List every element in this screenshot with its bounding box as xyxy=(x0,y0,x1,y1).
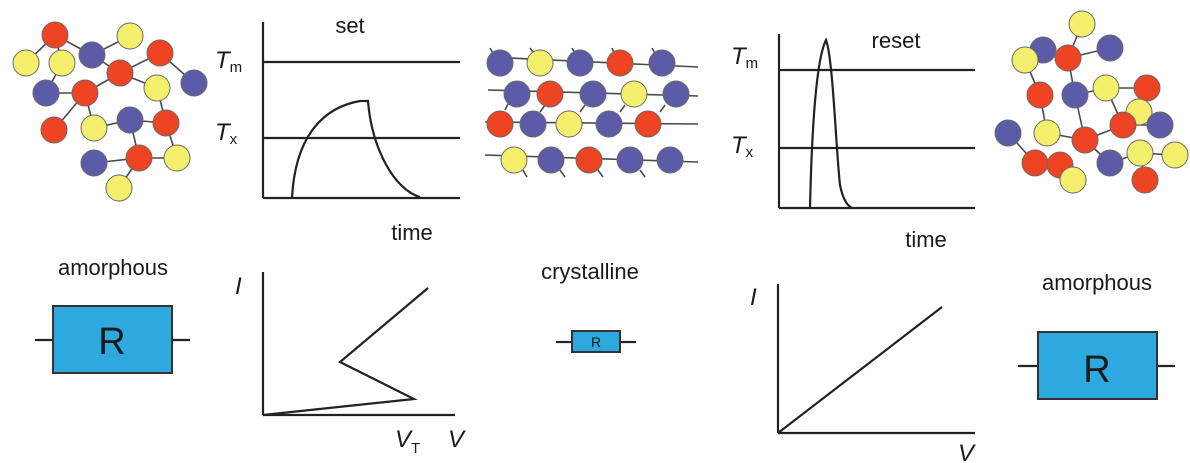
atom-blue xyxy=(78,41,106,69)
reset-tm-label: Tm xyxy=(731,43,758,72)
iv-left-curve xyxy=(262,287,429,417)
amorphous-atom-cluster-left xyxy=(12,21,208,202)
atom-red xyxy=(71,79,99,107)
resistor-large-right: R xyxy=(1018,331,1175,400)
atom-blue xyxy=(1096,149,1124,177)
atom-yellow xyxy=(1161,141,1189,169)
atom-red xyxy=(1109,111,1137,139)
atom-yellow xyxy=(1059,166,1087,194)
atom-blue xyxy=(616,146,644,174)
resistor-symbol: R xyxy=(1083,349,1110,391)
atom-blue xyxy=(566,49,594,77)
atom-yellow xyxy=(1033,119,1061,147)
atom-blue xyxy=(503,80,531,108)
atom-blue xyxy=(1096,34,1124,62)
atom-red xyxy=(575,146,603,174)
reset-title: reset xyxy=(872,28,921,53)
resistor-symbol: R xyxy=(98,321,125,363)
atom-red xyxy=(106,59,134,87)
atom-blue xyxy=(32,79,60,107)
resistor-large-left: R xyxy=(35,305,190,374)
atom-yellow xyxy=(1011,46,1039,74)
atom-yellow xyxy=(12,49,40,77)
atom-red xyxy=(40,116,68,144)
iv-curve-crystalline: I V xyxy=(750,284,976,463)
atom-yellow xyxy=(500,146,528,174)
state-label-left: amorphous xyxy=(58,255,168,280)
atom-yellow xyxy=(620,80,648,108)
reset-tx-label: Tx xyxy=(731,132,754,161)
atom-yellow xyxy=(1126,139,1154,167)
iv-right-y-label: I xyxy=(750,284,757,311)
atoms xyxy=(994,10,1189,194)
atom-yellow xyxy=(143,74,171,102)
atom-red xyxy=(41,21,69,49)
atom-red xyxy=(1133,74,1161,102)
reset-time-label: time xyxy=(905,227,947,252)
atom-blue xyxy=(486,49,514,77)
atom-yellow xyxy=(80,114,108,142)
atoms xyxy=(12,21,208,202)
state-label-middle: crystalline xyxy=(541,259,639,284)
atom-red xyxy=(634,110,662,138)
atom-red xyxy=(146,39,174,67)
atom-yellow xyxy=(1092,74,1120,102)
set-pulse-curve xyxy=(290,99,421,199)
atom-red xyxy=(1026,81,1054,109)
atom-yellow xyxy=(116,22,144,50)
state-label-right: amorphous xyxy=(1042,270,1152,295)
atom-blue xyxy=(519,110,547,138)
iv-left-x-label: V xyxy=(448,426,466,453)
set-tm-label: Tm xyxy=(215,47,242,76)
atom-red xyxy=(536,80,564,108)
atom-blue xyxy=(1061,81,1089,109)
iv-curve-amorphous: I VT V xyxy=(235,272,466,457)
atom-red xyxy=(1054,44,1082,72)
atom-blue xyxy=(537,146,565,174)
atom-yellow xyxy=(163,144,191,172)
crystalline-atom-lattice xyxy=(484,47,699,178)
atom-blue xyxy=(579,80,607,108)
set-title: set xyxy=(335,13,364,38)
reset-pulse-curve xyxy=(808,37,853,209)
atoms xyxy=(486,49,690,174)
set-time-label: time xyxy=(391,220,433,245)
vt-label: VT xyxy=(395,426,420,457)
reset-pulse-chart: reset Tm Tx time xyxy=(731,28,975,252)
iv-left-y-label: I xyxy=(235,273,242,300)
atom-red xyxy=(1021,149,1049,177)
atom-blue xyxy=(648,49,676,77)
atom-yellow xyxy=(48,49,76,77)
atom-yellow xyxy=(1068,10,1096,38)
atom-blue xyxy=(656,146,684,174)
atom-red xyxy=(606,49,634,77)
atom-blue xyxy=(80,149,108,177)
atom-blue xyxy=(662,80,690,108)
set-pulse-chart: set Tm Tx time xyxy=(215,13,460,245)
atom-blue xyxy=(595,110,623,138)
resistor-symbol: R xyxy=(591,334,601,350)
atom-blue xyxy=(994,119,1022,147)
atom-yellow xyxy=(526,49,554,77)
atom-yellow xyxy=(555,110,583,138)
atom-blue xyxy=(180,69,208,97)
set-tx-label: Tx xyxy=(215,119,238,148)
atom-red xyxy=(125,144,153,172)
atom-blue xyxy=(1146,111,1174,139)
atom-red xyxy=(1071,126,1099,154)
atom-red xyxy=(486,110,514,138)
iv-right-curve xyxy=(777,306,943,434)
amorphous-atom-cluster-right xyxy=(994,10,1189,194)
atom-blue xyxy=(116,106,144,134)
atom-yellow xyxy=(105,174,133,202)
atom-red xyxy=(1131,166,1159,194)
iv-right-x-label: V xyxy=(958,440,976,463)
atom-red xyxy=(152,109,180,137)
resistor-small-middle: R xyxy=(556,330,636,353)
